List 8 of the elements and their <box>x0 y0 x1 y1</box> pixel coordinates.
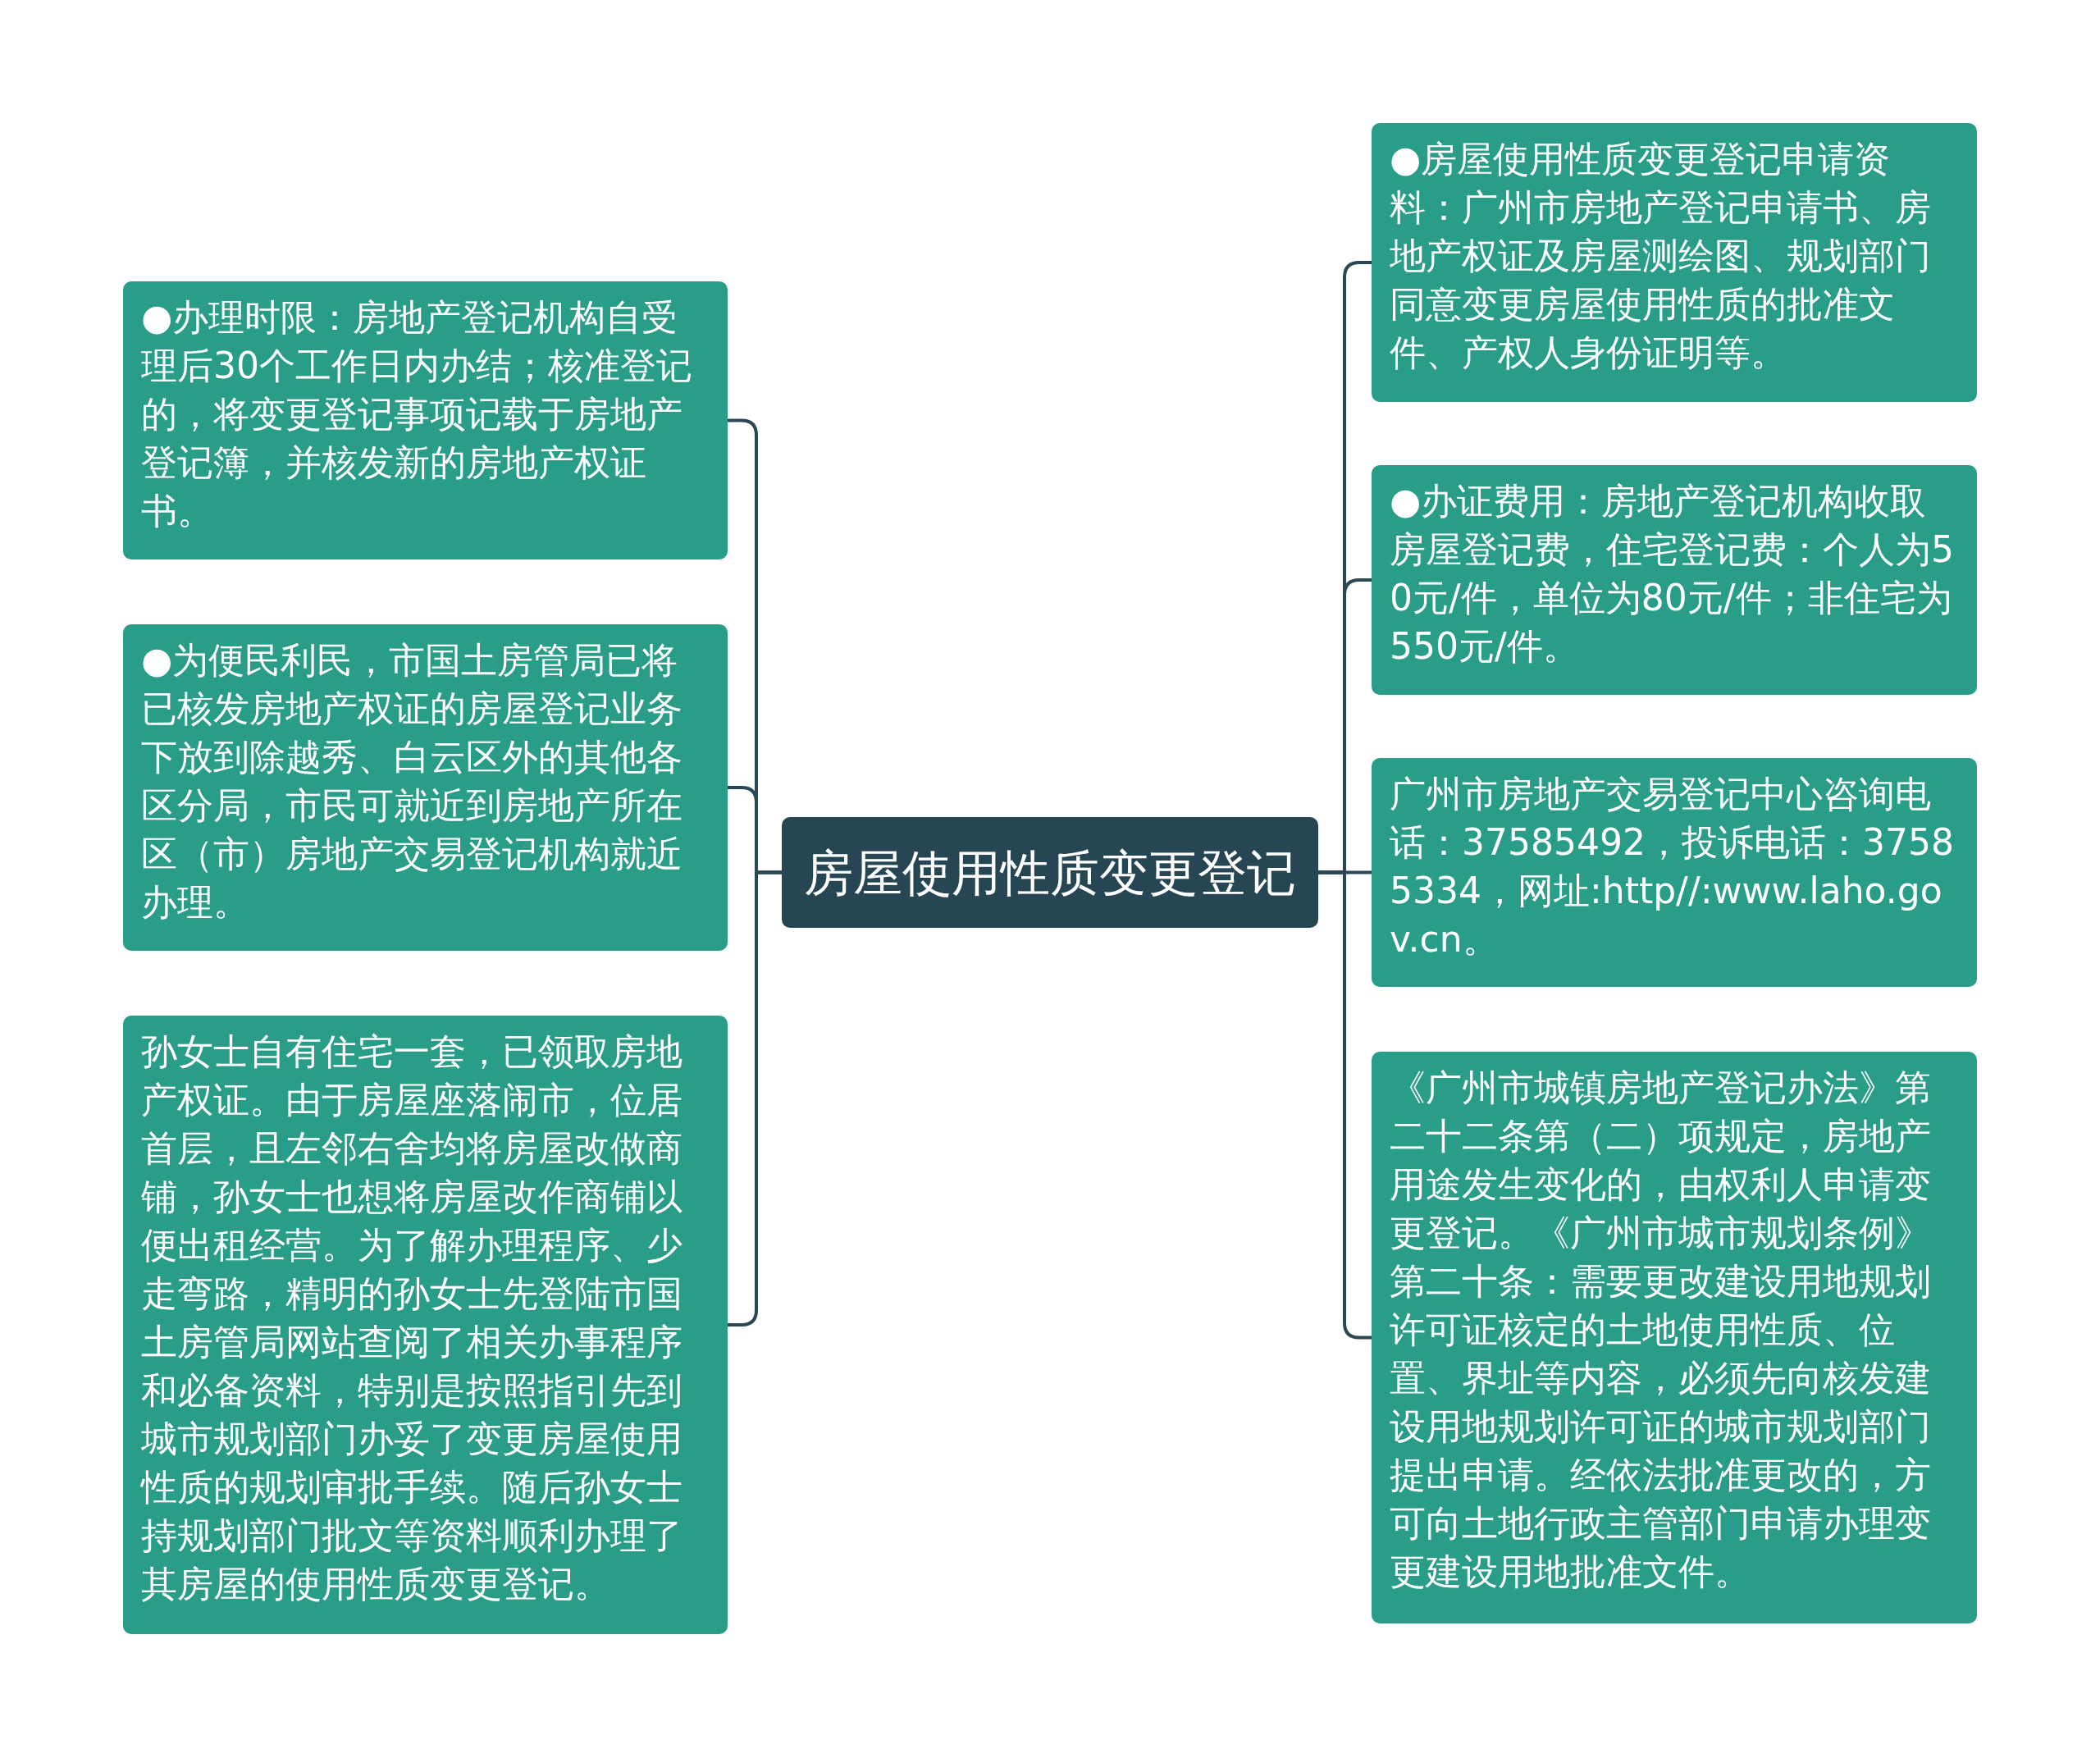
text-box: ●办理时限：房地产登记机构自受理后30个工作日内办结；核准登记的，将变更登记事项记载于房地产登记簿，并核发新的房地产权证书。 <box>123 281 728 559</box>
text-box: ●办证费用：房地产登记机构收取房屋登记费，住宅登记费：个人为50元/件，单位为80元/件；非住宅为550元/件。 <box>1372 465 1977 695</box>
topic-box: 房屋使用性质变更登记 <box>782 817 1318 928</box>
text-box: ●房屋使用性质变更登记申请资料：广州市房地产登记申请书、房地产权证及房屋测绘图、规划部门同意变更房屋使用性质的批准文件、产权人身份证明等。 <box>1372 123 1977 402</box>
text-box: ●为便民利民，市国土房管局已将已核发房地产权证的房屋登记业务下放到除越秀、白云区外的其他各区分局，市民可就近到房地产所在区（市）房地产交易登记机构就近办理。 <box>123 624 728 951</box>
text-box: 《广州市城镇房地产登记办法》第二十二条第（二）项规定，房地产用途发生变化的，由权利人申请变更登记。《广州市城市规划条例》第二十条：需要更改建设用地规划许可证核定的土地使用性质、位置、界址等内容，必须先向核发建设用地规划许可证的城市规划部门提出申请。经依法批准更改的，方可向土地行政主管部门申请办理变更建设用地批准文件。 <box>1372 1052 1977 1623</box>
text-box: 孙女士自有住宅一套，已领取房地产权证。由于房屋座落闹市，位居首层，且左邻右舍均将房屋改做商铺，孙女士也想将房屋改作商铺以便出租经营。为了解办理程序、少走弯路，精明的孙女士先登陆市国土房管局网站查阅了相关办事程序和必备资料，特别是按照指引先到城市规划部门办妥了变更房屋使用性质的规划审批手续。随后孙女士持规划部门批文等资料顺利办理了其房屋的使用性质变更登记。 <box>123 1016 728 1634</box>
text-box: 广州市房地产交易登记中心咨询电话：37585492，投诉电话：37585334，网址:http//:www.laho.gov.cn。 <box>1372 758 1977 987</box>
